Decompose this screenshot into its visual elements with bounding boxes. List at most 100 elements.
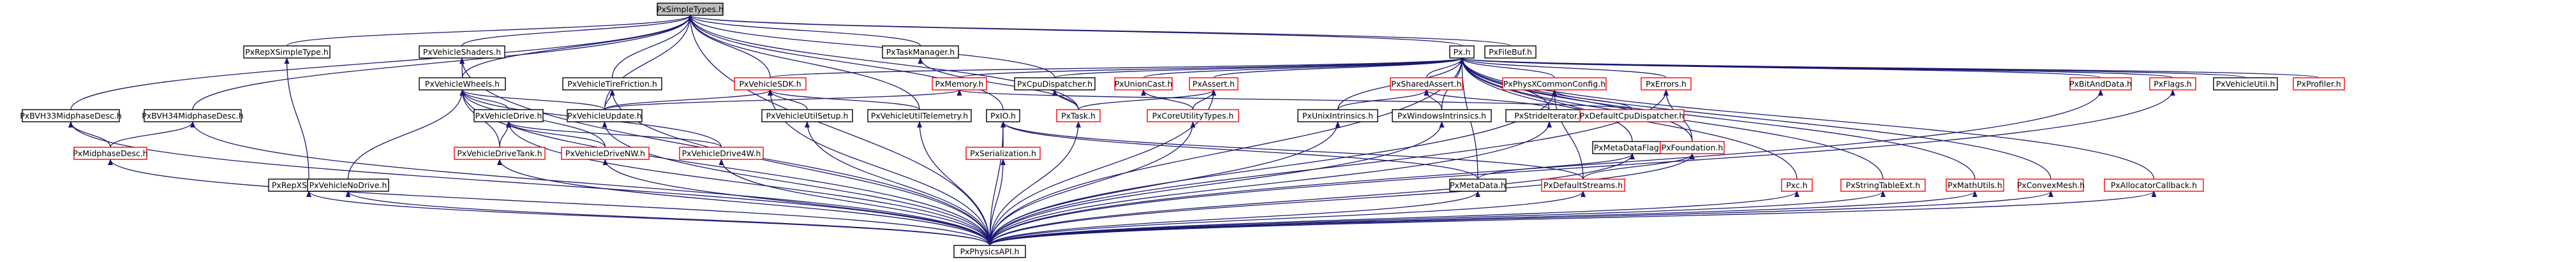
file-node-pxsharedassert-h[interactable]: PxSharedAssert.h xyxy=(1390,77,1463,91)
file-node-pxvehicledrive4w-h[interactable]: PxVehicleDrive4W.h xyxy=(679,147,764,160)
include-edge-physicsapi-to-vdrivenw xyxy=(602,159,990,246)
file-node-pxio-h[interactable]: PxIO.h xyxy=(986,109,1020,122)
file-node-pxvehicleshaders-h[interactable]: PxVehicleShaders.h xyxy=(419,45,505,59)
include-edge-physicsapi-to-vupdate xyxy=(602,121,990,246)
file-node-pxvehicledrivenw-h[interactable]: PxVehicleDriveNW.h xyxy=(561,147,650,160)
file-node-pxphysicsapi-h[interactable]: PxPhysicsAPI.h xyxy=(953,245,1026,258)
file-node-pxvehicledrive-h[interactable]: PxVehicleDrive.h xyxy=(473,109,544,122)
include-edge-profiler-to-pxh xyxy=(1459,57,2319,78)
file-node-pxmidphasedesc-h[interactable]: PxMidphaseDesc.h xyxy=(73,147,148,160)
file-node-pxbvh33midphasedesc-h[interactable]: PxBVH33MidphaseDesc.h xyxy=(20,109,122,122)
file-node-pxallocatorcallback-h[interactable]: PxAllocatorCallback.h xyxy=(2104,178,2204,192)
node-label: PxStringTableExt.h xyxy=(1846,180,1921,190)
node-box xyxy=(419,45,505,59)
file-node-pxvehicleutilsetup-h[interactable]: PxVehicleUtilSetup.h xyxy=(761,109,853,122)
node-label: PxVehicleWheels.h xyxy=(425,79,500,89)
file-node-pxmetadataflags-h[interactable]: PxMetaDataFlags.h xyxy=(1592,141,1672,154)
file-node-pxbvh34midphasedesc-h[interactable]: PxBVH34MidphaseDesc.h xyxy=(142,109,244,122)
file-node-pxstringtableext-h[interactable]: PxStringTableExt.h xyxy=(1840,178,1926,192)
include-edge-physicsapi-to-coreutil xyxy=(989,121,1196,246)
file-node-px-h[interactable]: Px.h xyxy=(1449,45,1475,59)
file-node-pxvehicleutil-h[interactable]: PxVehicleUtil.h xyxy=(2213,77,2278,91)
node-label: PxPhysXCommonConfig.h xyxy=(1503,79,1605,89)
file-node-pxrepxsimpletype-h[interactable]: PxRepXSimpleType.h xyxy=(243,45,331,59)
include-edge-vupdate-to-root xyxy=(604,15,693,110)
file-node-pxdefaultstreams-h[interactable]: PxDefaultStreams.h xyxy=(1541,178,1625,192)
file-node-pxcpudispatcher-h[interactable]: PxCpuDispatcher.h xyxy=(1014,77,1096,91)
node-label: PxVehicleDrive4W.h xyxy=(682,149,761,158)
file-node-pxcoreutilitytypes-h[interactable]: PxCoreUtilityTypes.h xyxy=(1147,109,1239,122)
include-edge-defstreams-to-pxio xyxy=(1001,121,1584,180)
file-node-pxunixintrinsics-h[interactable]: PxUnixIntrinsics.h xyxy=(1297,109,1378,122)
node-box xyxy=(2069,77,2132,91)
file-node-pxconvexmesh-h[interactable]: PxConvexMesh.h xyxy=(2017,178,2085,192)
file-node-pxsimpletypes-h[interactable]: PxSimpleTypes.h xyxy=(657,3,724,16)
include-edge-vnodrive-to-vwheels xyxy=(347,89,465,180)
file-node-pxtaskmanager-h[interactable]: PxTaskManager.h xyxy=(882,45,959,59)
file-node-pxvehicleupdate-h[interactable]: PxVehicleUpdate.h xyxy=(567,109,643,122)
file-node-pxtask-h[interactable]: PxTask.h xyxy=(1056,109,1101,122)
include-edge-winintr-to-sharedassert xyxy=(1424,89,1443,110)
file-node-pxflags-h[interactable]: PxFlags.h xyxy=(2149,77,2196,91)
node-label: Pxc.h xyxy=(1786,180,1807,190)
node-box xyxy=(867,109,972,122)
file-node-pxmemory-h[interactable]: PxMemory.h xyxy=(932,77,987,91)
node-box xyxy=(1641,77,1692,91)
file-node-pxphysxcommonconfig-h[interactable]: PxPhysXCommonConfig.h xyxy=(1502,77,1607,91)
file-node-pxerrors-h[interactable]: PxErrors.h xyxy=(1641,77,1692,91)
file-node-pxvehiclesdk-h[interactable]: PxVehicleSDK.h xyxy=(734,77,807,91)
include-edge-metadata-to-pxio xyxy=(1001,121,1478,180)
node-label: PxVehicleUpdate.h xyxy=(567,111,642,120)
node-label: PxSharedAssert.h xyxy=(1391,79,1461,89)
node-box xyxy=(1014,77,1096,91)
include-edge-physicsapi-to-vdrivetank xyxy=(497,159,990,246)
file-node-pxvehicletirefriction-h[interactable]: PxVehicleTireFriction.h xyxy=(562,77,662,91)
file-node-pxprofiler-h[interactable]: PxProfiler.h xyxy=(2293,77,2345,91)
node-box xyxy=(243,45,331,59)
file-node-pxc-h[interactable]: Pxc.h xyxy=(1781,178,1813,192)
include-edge-vupdate-to-pxmemory xyxy=(604,89,962,110)
node-label: PxVehicleShaders.h xyxy=(423,47,501,57)
file-node-pxbitanddata-h[interactable]: PxBitAndData.h xyxy=(2069,77,2132,91)
node-label: PxAssert.h xyxy=(1193,79,1235,89)
file-node-pxwindowsintrinsics-h[interactable]: PxWindowsIntrinsics.h xyxy=(1392,109,1492,122)
file-node-pxunioncast-h[interactable]: PxUnionCast.h xyxy=(1114,77,1173,91)
node-label: PxErrors.h xyxy=(1646,79,1686,89)
node-box xyxy=(1056,109,1101,122)
include-edge-vshaders-to-root xyxy=(461,15,693,47)
node-box xyxy=(953,245,1026,258)
file-node-pxvehiclenodrive-h[interactable]: PxVehicleNoDrive.h xyxy=(307,178,389,192)
node-label: PxFileBuf.h xyxy=(1489,47,1532,57)
include-edge-physicsapi-to-bvh34 xyxy=(190,121,990,246)
node-box xyxy=(2213,77,2278,91)
file-node-pxdefaultcpudispatcher-h[interactable]: PxDefaultCpuDispatcher.h xyxy=(1579,109,1685,122)
file-node-pxstrideiterator-h[interactable]: PxStrideIterator.h xyxy=(1505,109,1593,122)
file-node-pxfoundation-h[interactable]: PxFoundation.h xyxy=(1660,141,1725,154)
node-label: PxMidphaseDesc.h xyxy=(73,149,147,158)
include-edge-coreutil-to-unioncast xyxy=(1141,89,1194,110)
include-edge-physicsapi-to-vutilsetup xyxy=(805,121,990,246)
include-edge-filebuf-to-root xyxy=(687,15,1511,47)
file-node-pxmetadata-h[interactable]: PxMetaData.h xyxy=(1449,178,1507,192)
file-node-pxvehicleutiltelemetry-h[interactable]: PxVehicleUtilTelemetry.h xyxy=(867,109,972,122)
include-edge-cpudisp-to-root xyxy=(687,15,1055,78)
node-box xyxy=(657,3,724,16)
include-edge-coreutil-to-pxassert xyxy=(1192,89,1216,110)
node-label: PxVehicleDriveTank.h xyxy=(457,149,542,158)
file-node-pxvehiclewheels-h[interactable]: PxVehicleWheels.h xyxy=(419,77,506,91)
file-node-pxmathutils-h[interactable]: PxMathUtils.h xyxy=(1946,178,2004,192)
include-edge-pxtask-to-taskman xyxy=(918,57,1079,110)
file-node-pxvehicledrivetank-h[interactable]: PxVehicleDriveTank.h xyxy=(454,147,546,160)
include-edge-pxtask-to-pxassert xyxy=(1078,89,1216,110)
include-edge-physicsapi-to-allocator xyxy=(989,191,2157,246)
file-node-pxserialization-h[interactable]: PxSerialization.h xyxy=(965,147,1041,160)
node-box xyxy=(1147,109,1239,122)
file-node-pxfilebuf-h[interactable]: PxFileBuf.h xyxy=(1484,45,1537,59)
include-edge-pxmemory-to-pxh xyxy=(958,57,1464,78)
node-label: PxTask.h xyxy=(1061,111,1096,120)
include-edge-physxcommon-to-pxh xyxy=(1459,57,1555,78)
include-edge-convexmesh-to-pxh xyxy=(1459,57,2051,180)
file-node-pxassert-h[interactable]: PxAssert.h xyxy=(1189,77,1239,91)
include-edge-pxtask-to-cpudisp xyxy=(1052,89,1079,110)
node-label: PxUnionCast.h xyxy=(1115,79,1173,89)
